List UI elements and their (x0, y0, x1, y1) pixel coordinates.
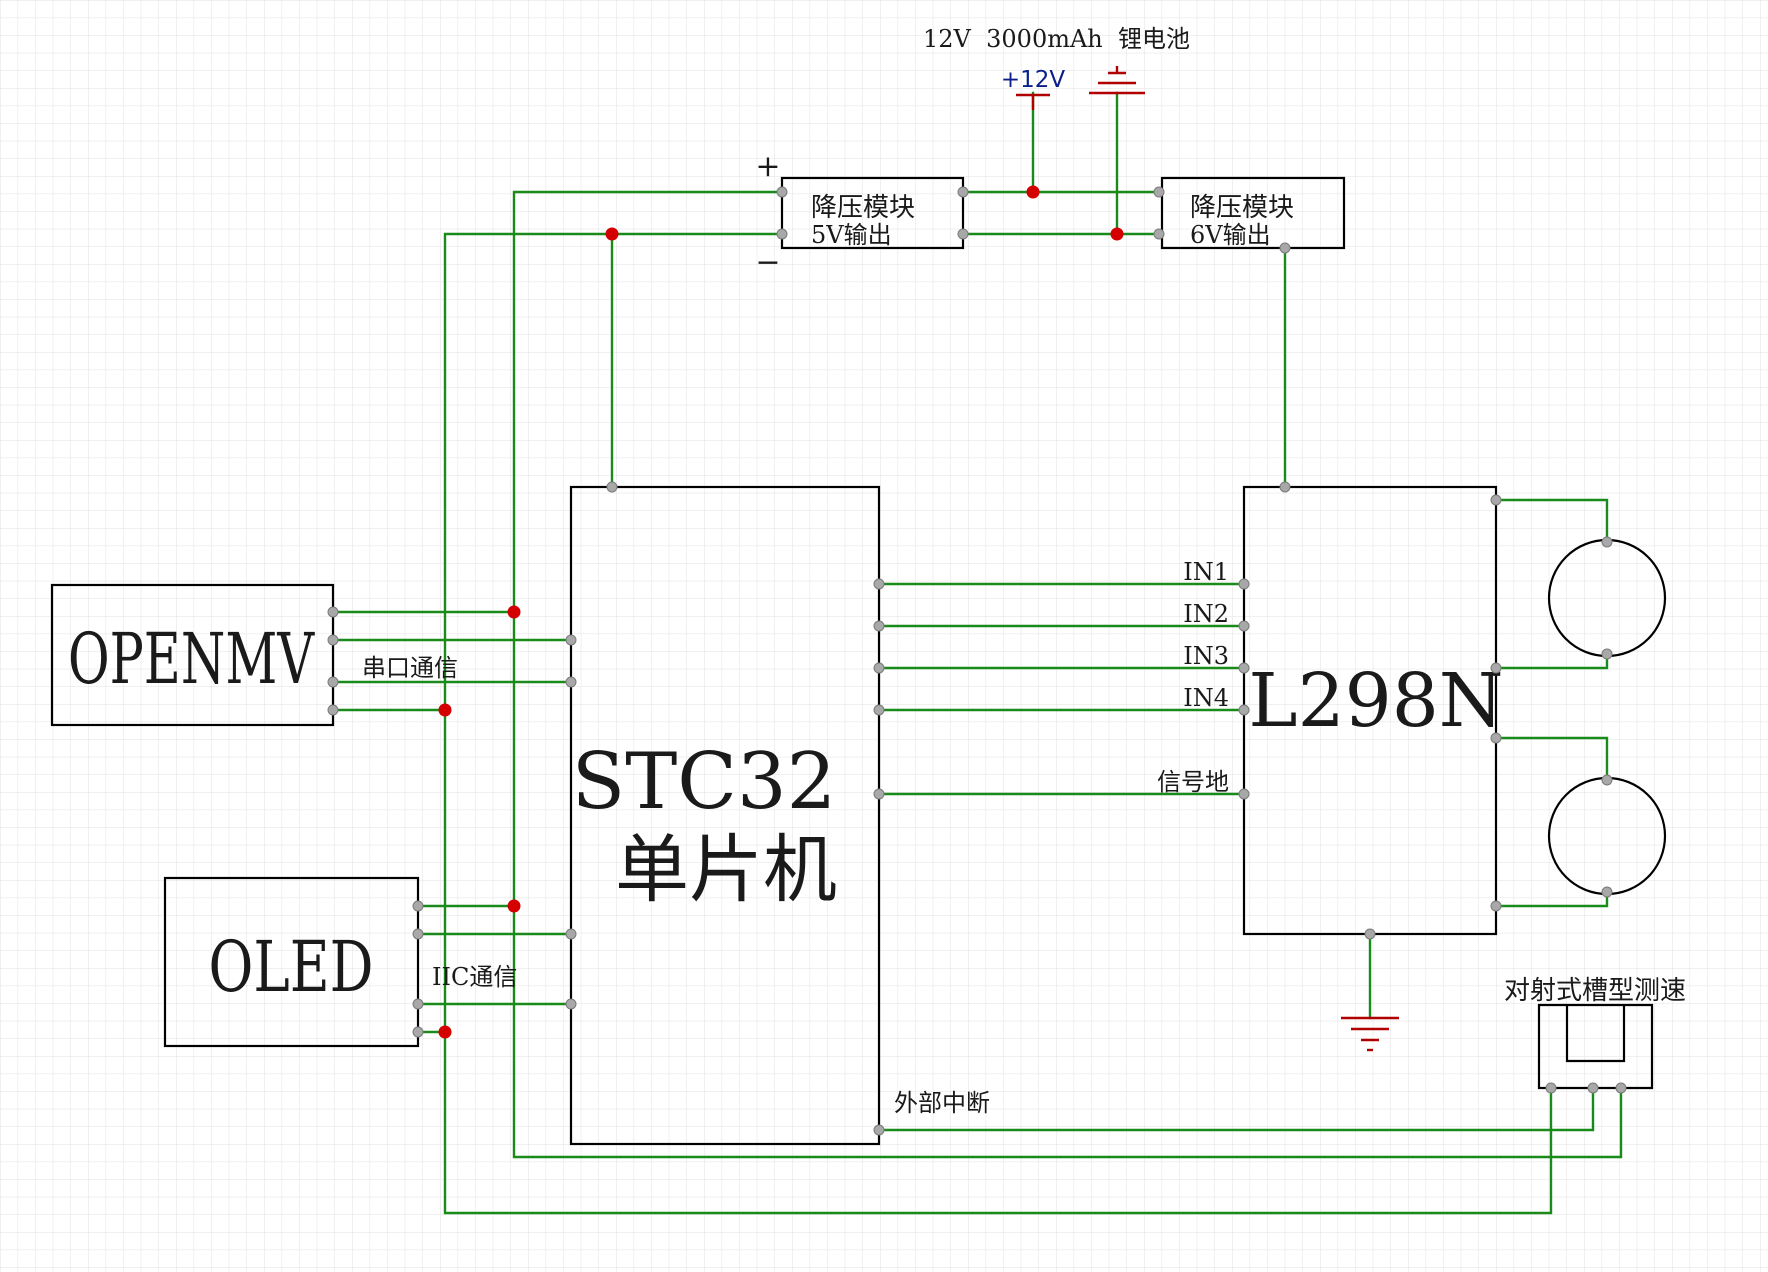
battery-ground-symbol (1089, 66, 1145, 95)
wire-5v-plus (512, 190, 1623, 1159)
wire-motor2-a (1494, 736, 1609, 782)
signal-gnd-label: 信号地 (1157, 768, 1229, 796)
wire-motor1-a (1494, 498, 1609, 544)
in2-label: IN2 (1183, 600, 1229, 628)
mcu-label-line1: STC32 (572, 737, 836, 827)
motor-driver-l298n: L298N (1242, 485, 1504, 936)
iic-label: IIC通信 (432, 963, 517, 991)
wires (331, 91, 1623, 1215)
ext-int-label: 外部中断 (894, 1089, 990, 1117)
in4-label: IN4 (1183, 684, 1229, 712)
junctions (438, 185, 1124, 1039)
driver-ground-symbol (1341, 1016, 1399, 1052)
wire-ext-int (878, 1086, 1595, 1132)
mcu-label-line2: 单片机 (615, 827, 837, 913)
oled-label: OLED (209, 926, 374, 1008)
in3-label: IN3 (1183, 642, 1229, 670)
wire-5v-minus (443, 232, 1553, 1215)
in1-label: IN1 (1183, 558, 1229, 586)
sensor-label: 对射式槽型测速 (1504, 976, 1686, 1006)
driver-label: L298N (1248, 658, 1503, 744)
buck-5v-line2: 5V输出 (811, 221, 892, 249)
buck-6v-line2: 6V输出 (1190, 221, 1271, 249)
vcc-label: +12V (1001, 67, 1066, 93)
vcc-symbol (1016, 93, 1050, 110)
pins (327, 186, 1627, 1136)
buck-module-6v: 降压模块 6V输出 (1160, 176, 1346, 250)
mcu-stc32: STC32 单片机 (569, 485, 881, 1146)
plus-sign: + (755, 149, 780, 184)
openmv-label: OPENMV (68, 618, 315, 700)
buck-module-5v: 降压模块 5V输出 (780, 176, 965, 250)
oled-module: OLED (163, 876, 420, 1048)
uart-label: 串口通信 (362, 654, 458, 682)
minus-sign: − (755, 245, 780, 280)
openmv-module: OPENMV (50, 583, 335, 727)
battery-label: 12V 3000mAh 锂电池 (923, 25, 1190, 53)
slot-speed-sensor (1537, 1003, 1654, 1090)
buck-5v-line1: 降压模块 (811, 193, 915, 223)
buck-6v-line1: 降压模块 (1190, 193, 1294, 223)
